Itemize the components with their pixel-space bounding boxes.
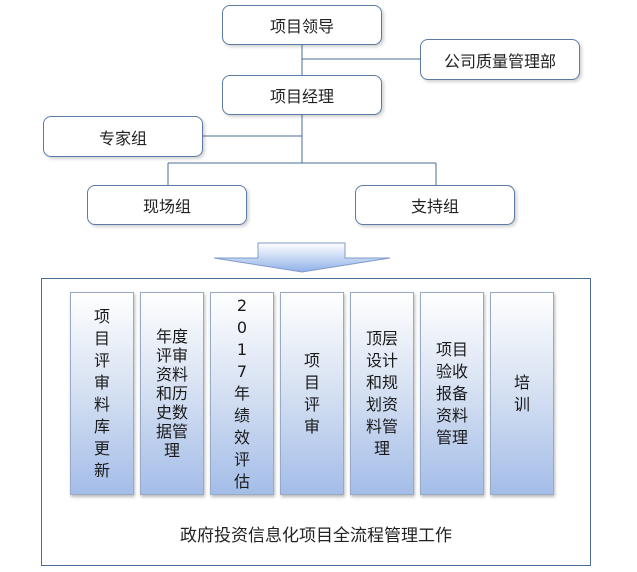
down-arrow-icon [213, 242, 391, 273]
workflow-frame [41, 278, 591, 566]
work-item-label: 项目评审料库更新 [93, 306, 110, 480]
field-group-label: 现场组 [142, 197, 191, 216]
work-item-label: 项目验收报备资料管理 [435, 339, 469, 447]
work-item-column: 年度评审资料和历史数据管理 [140, 292, 204, 495]
project-manager-label: 项目经理 [269, 87, 334, 106]
field-group-box: 现场组 [87, 185, 247, 225]
project-lead-label: 项目领导 [269, 17, 334, 36]
project-manager-box: 项目经理 [222, 75, 382, 115]
project-lead-box: 项目领导 [222, 5, 382, 45]
work-item-column: 项目评审 [280, 292, 344, 495]
quality-dept-box: 公司质量管理部 [420, 39, 580, 80]
expert-group-box: 专家组 [43, 116, 203, 157]
work-item-label: 年度评审资料和历史数据管理 [155, 327, 189, 460]
work-item-column: 项目验收报备资料管理 [420, 292, 484, 495]
support-group-box: 支持组 [355, 185, 515, 225]
work-item-label: 顶层设计和规划资料管理 [365, 328, 399, 458]
work-item-column: 顶层设计和规划资料管理 [350, 292, 414, 495]
support-group-label: 支持组 [410, 197, 459, 216]
quality-dept-label: 公司质量管理部 [443, 51, 556, 71]
work-item-label: 培训 [513, 372, 530, 414]
work-item-column: 项目评审料库更新 [70, 292, 134, 495]
work-item-label: 项目评审 [303, 350, 320, 436]
work-item-column: 培训 [490, 292, 554, 495]
expert-group-label: 专家组 [98, 128, 147, 148]
workflow-caption: 政府投资信息化项目全流程管理工作 [180, 525, 452, 546]
